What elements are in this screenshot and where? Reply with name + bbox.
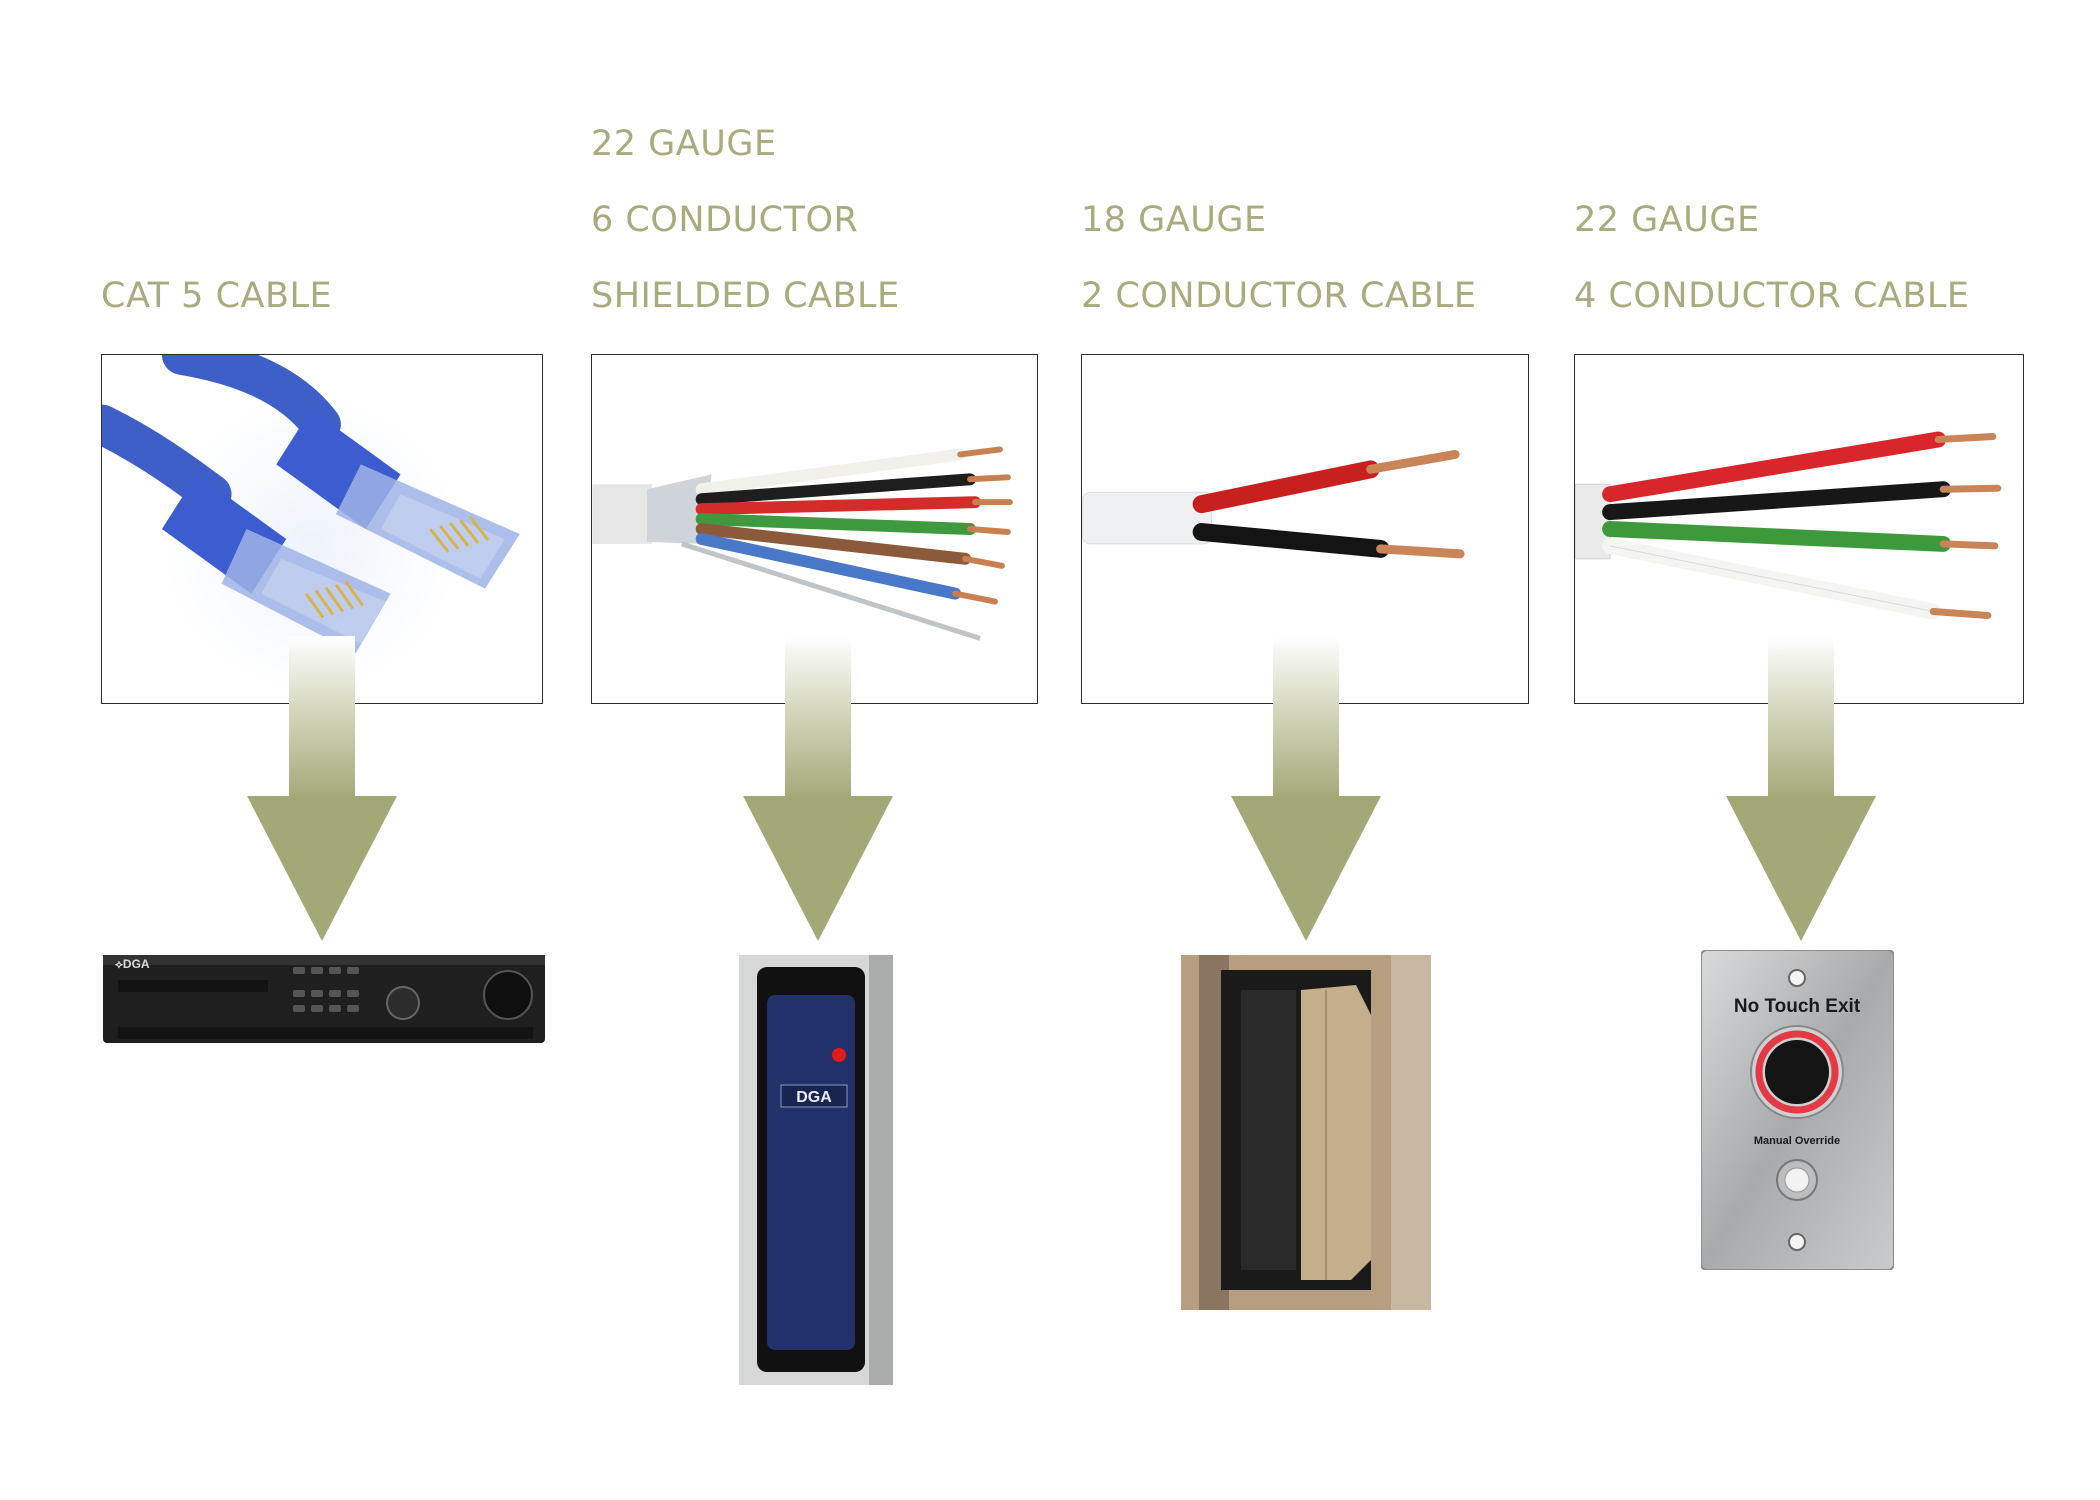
cat5-cable-image [102,355,520,694]
exit-button-subtitle: Manual Override [1754,1135,1840,1147]
label-line-3: 4 CONDUCTOR CABLE [1574,276,1970,316]
electric-strike-image [1181,955,1431,1310]
label-line-2: 22 GAUGE [1574,200,1760,240]
column-4-conductor: 22 GAUGE 4 CONDUCTOR CABLE [1574,0,2034,1500]
label-line-2: 6 CONDUCTOR [591,200,859,240]
down-arrow-icon [743,636,893,941]
down-arrow-icon [1231,636,1381,941]
label-line-1: 22 GAUGE [591,124,777,164]
down-arrow-icon [247,636,397,941]
2-conductor-cable-image [1082,449,1465,559]
column-cat5: CAT 5 CABLE [101,0,561,1500]
column-2-conductor: 18 GAUGE 2 CONDUCTOR CABLE [1081,0,1541,1500]
nvr-brand-logo: ⟡DGA [115,957,150,971]
cat5-cable-photo [101,354,543,704]
reader-brand-logo: DGA [796,1089,832,1106]
down-arrow-icon [1726,636,1876,941]
exit-button-image: No Touch Exit Manual Override [1701,950,1894,1270]
nvr-device-image: ⟡DGA [103,955,545,1045]
6-conductor-cable-image [592,446,1013,641]
label-line-3: CAT 5 CABLE [101,276,333,316]
exit-button-title: No Touch Exit [1734,996,1861,1017]
card-reader-image: DGA [739,955,893,1385]
4-conductor-cable-image [1575,431,2002,620]
label-line-2: 18 GAUGE [1081,200,1267,240]
label-line-3: 2 CONDUCTOR CABLE [1081,276,1477,316]
column-6-conductor: 22 GAUGE 6 CONDUCTOR SHIELDED CABLE [591,0,1051,1500]
label-line-3: SHIELDED CABLE [591,276,900,316]
